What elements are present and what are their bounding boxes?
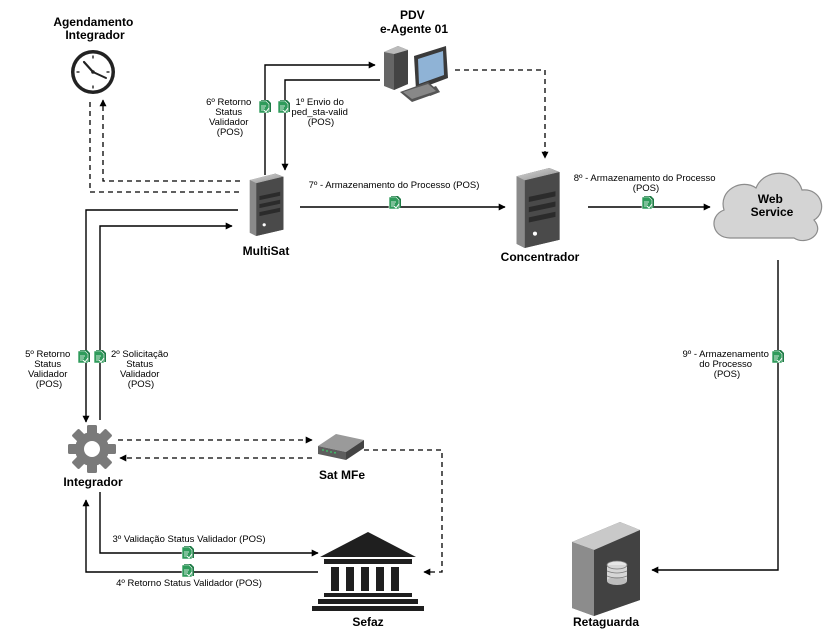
dashed-link-clock-to-multisat	[89, 102, 240, 193]
link-multisat-to-pdv	[264, 61, 376, 175]
dashed-link-multisat-to-clock	[99, 99, 240, 182]
clock-icon	[71, 50, 115, 94]
edge-label-step4: 4º Retorno Status Validador (POS)	[116, 578, 262, 589]
link-multisat-to-integrador	[82, 209, 238, 423]
multisat-server-icon	[249, 173, 284, 236]
link-integrador-to-multisat	[99, 222, 233, 420]
cloud-icon	[713, 172, 823, 242]
node-label-multisat: MultiSat	[243, 244, 290, 258]
edge-label-step9: 9º - Armazenamento do Processo (POS)	[682, 349, 771, 380]
edge-label-step1: 1º Envio do ped_sta-valid (POS)	[291, 97, 350, 128]
node-label-concentrador: Concentrador	[501, 250, 580, 264]
edge-label-step2: 2º Solicitação Status Validador (POS)	[111, 349, 171, 390]
edge-label-step8: 8º - Armazenamento do Processo (POS)	[574, 173, 718, 194]
document-icons	[77, 99, 785, 577]
document-check-icon	[388, 195, 402, 209]
government-building-icon	[312, 532, 424, 611]
node-label-pdv: PDV e-Agente 01	[380, 8, 448, 36]
edge-label-step6: 6º Retorno Status Validador (POS)	[206, 97, 254, 138]
document-check-icon	[771, 349, 785, 363]
edge-label-step3: 3º Validação Status Validador (POS)	[112, 534, 265, 545]
edge-label-step7: 7º - Armazenamento do Processo (POS)	[309, 180, 480, 191]
document-check-icon	[93, 349, 107, 363]
document-check-icon	[181, 563, 195, 577]
link-webservice-to-retaguarda	[651, 260, 779, 574]
dashed-link-satmfe-to-sefaz	[364, 449, 443, 576]
edge-label-step5: 5º Retorno Status Validador (POS)	[25, 349, 73, 390]
node-label-integrador: Integrador	[63, 475, 123, 489]
document-check-icon	[77, 349, 91, 363]
concentrador-server-icon	[516, 168, 560, 248]
document-check-icon	[277, 99, 291, 113]
dashed-link-pdv-to-concentrador	[455, 69, 549, 159]
connectors	[82, 61, 779, 576]
link-sefaz-to-integrador	[82, 499, 318, 573]
node-label-satmfe: Sat MFe	[319, 468, 365, 482]
node-label-webservice: Web Service	[751, 192, 794, 219]
database-server-icon	[572, 522, 640, 616]
node-label-agendamento: Agendamento Integrador	[53, 15, 136, 42]
link-integrador-to-sefaz	[99, 492, 319, 557]
document-check-icon	[258, 99, 272, 113]
node-label-sefaz: Sefaz	[352, 615, 383, 629]
router-icon	[318, 434, 364, 460]
document-check-icon	[641, 195, 655, 209]
node-label-retaguarda: Retaguarda	[573, 615, 639, 629]
document-check-icon	[181, 545, 195, 559]
link-pdv-to-multisat	[281, 79, 380, 171]
gear-icon	[68, 425, 116, 473]
desktop-computer-icon	[384, 46, 448, 102]
